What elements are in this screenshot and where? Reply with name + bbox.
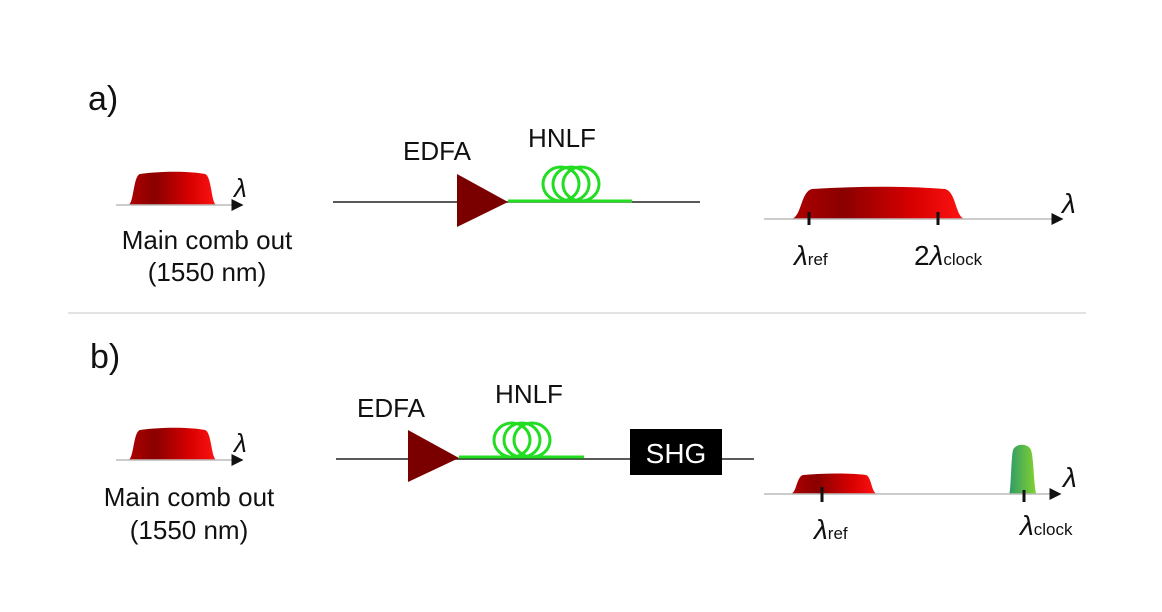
prefix: 2: [914, 240, 930, 271]
lambda-symbol: λ: [928, 240, 944, 271]
marker-label-2clock: 2λclock: [914, 240, 983, 271]
lambda-axis-label: λ: [232, 173, 247, 203]
subscript: ref: [808, 250, 828, 269]
hnlf-coil-icon: [508, 165, 632, 203]
input-caption-line1: Main comb out: [104, 482, 275, 512]
subscript: clock: [1034, 520, 1073, 539]
input-caption-line1: Main comb out: [122, 225, 293, 255]
edfa-label: EDFA: [403, 136, 472, 166]
input-caption-line2: (1550 nm): [130, 515, 249, 545]
panel-b: b) λ Main comb out (1550 nm) EDFA HNLF S…: [90, 338, 1077, 545]
spectrum-red: [790, 186, 966, 219]
output-spectrum-b: λ λref λclock: [764, 444, 1077, 545]
spectrum-red: [128, 427, 217, 460]
edfa-amplifier-icon: [457, 174, 508, 227]
subscript: clock: [943, 250, 982, 269]
marker-label-ref: λref: [792, 240, 828, 271]
lambda-symbol: λ: [792, 240, 808, 271]
marker-label-clock: λclock: [1018, 510, 1073, 541]
subscript: ref: [828, 524, 848, 543]
input-spectrum-a: λ: [116, 171, 247, 211]
output-spectrum-a: λ λref 2λclock: [764, 186, 1076, 271]
panel-label-a: a): [88, 80, 118, 118]
lambda-axis-label: λ: [1060, 188, 1076, 219]
lambda-symbol: λ: [812, 514, 828, 545]
spectrum-green: [1009, 444, 1037, 494]
edfa-label: EDFA: [357, 393, 426, 423]
lambda-axis-label: λ: [1061, 462, 1077, 493]
spectrum-red: [790, 473, 878, 494]
shg-label: SHG: [646, 438, 707, 469]
panel-label-b: b): [90, 338, 120, 376]
panel-a: a) λ Main comb out (1550 nm) EDFA HNLF λ…: [88, 80, 1076, 287]
lambda-symbol: λ: [1018, 510, 1034, 541]
lambda-axis-label: λ: [232, 428, 247, 458]
marker-label-ref: λref: [812, 514, 848, 545]
edfa-amplifier-icon: [408, 430, 459, 482]
hnlf-coil-icon: [459, 421, 584, 459]
shg-block: SHG: [630, 429, 722, 475]
hnlf-label: HNLF: [528, 123, 596, 153]
input-spectrum-b: λ: [116, 427, 247, 466]
hnlf-label: HNLF: [495, 379, 563, 409]
spectrum-red: [128, 171, 217, 205]
input-caption-line2: (1550 nm): [148, 257, 267, 287]
